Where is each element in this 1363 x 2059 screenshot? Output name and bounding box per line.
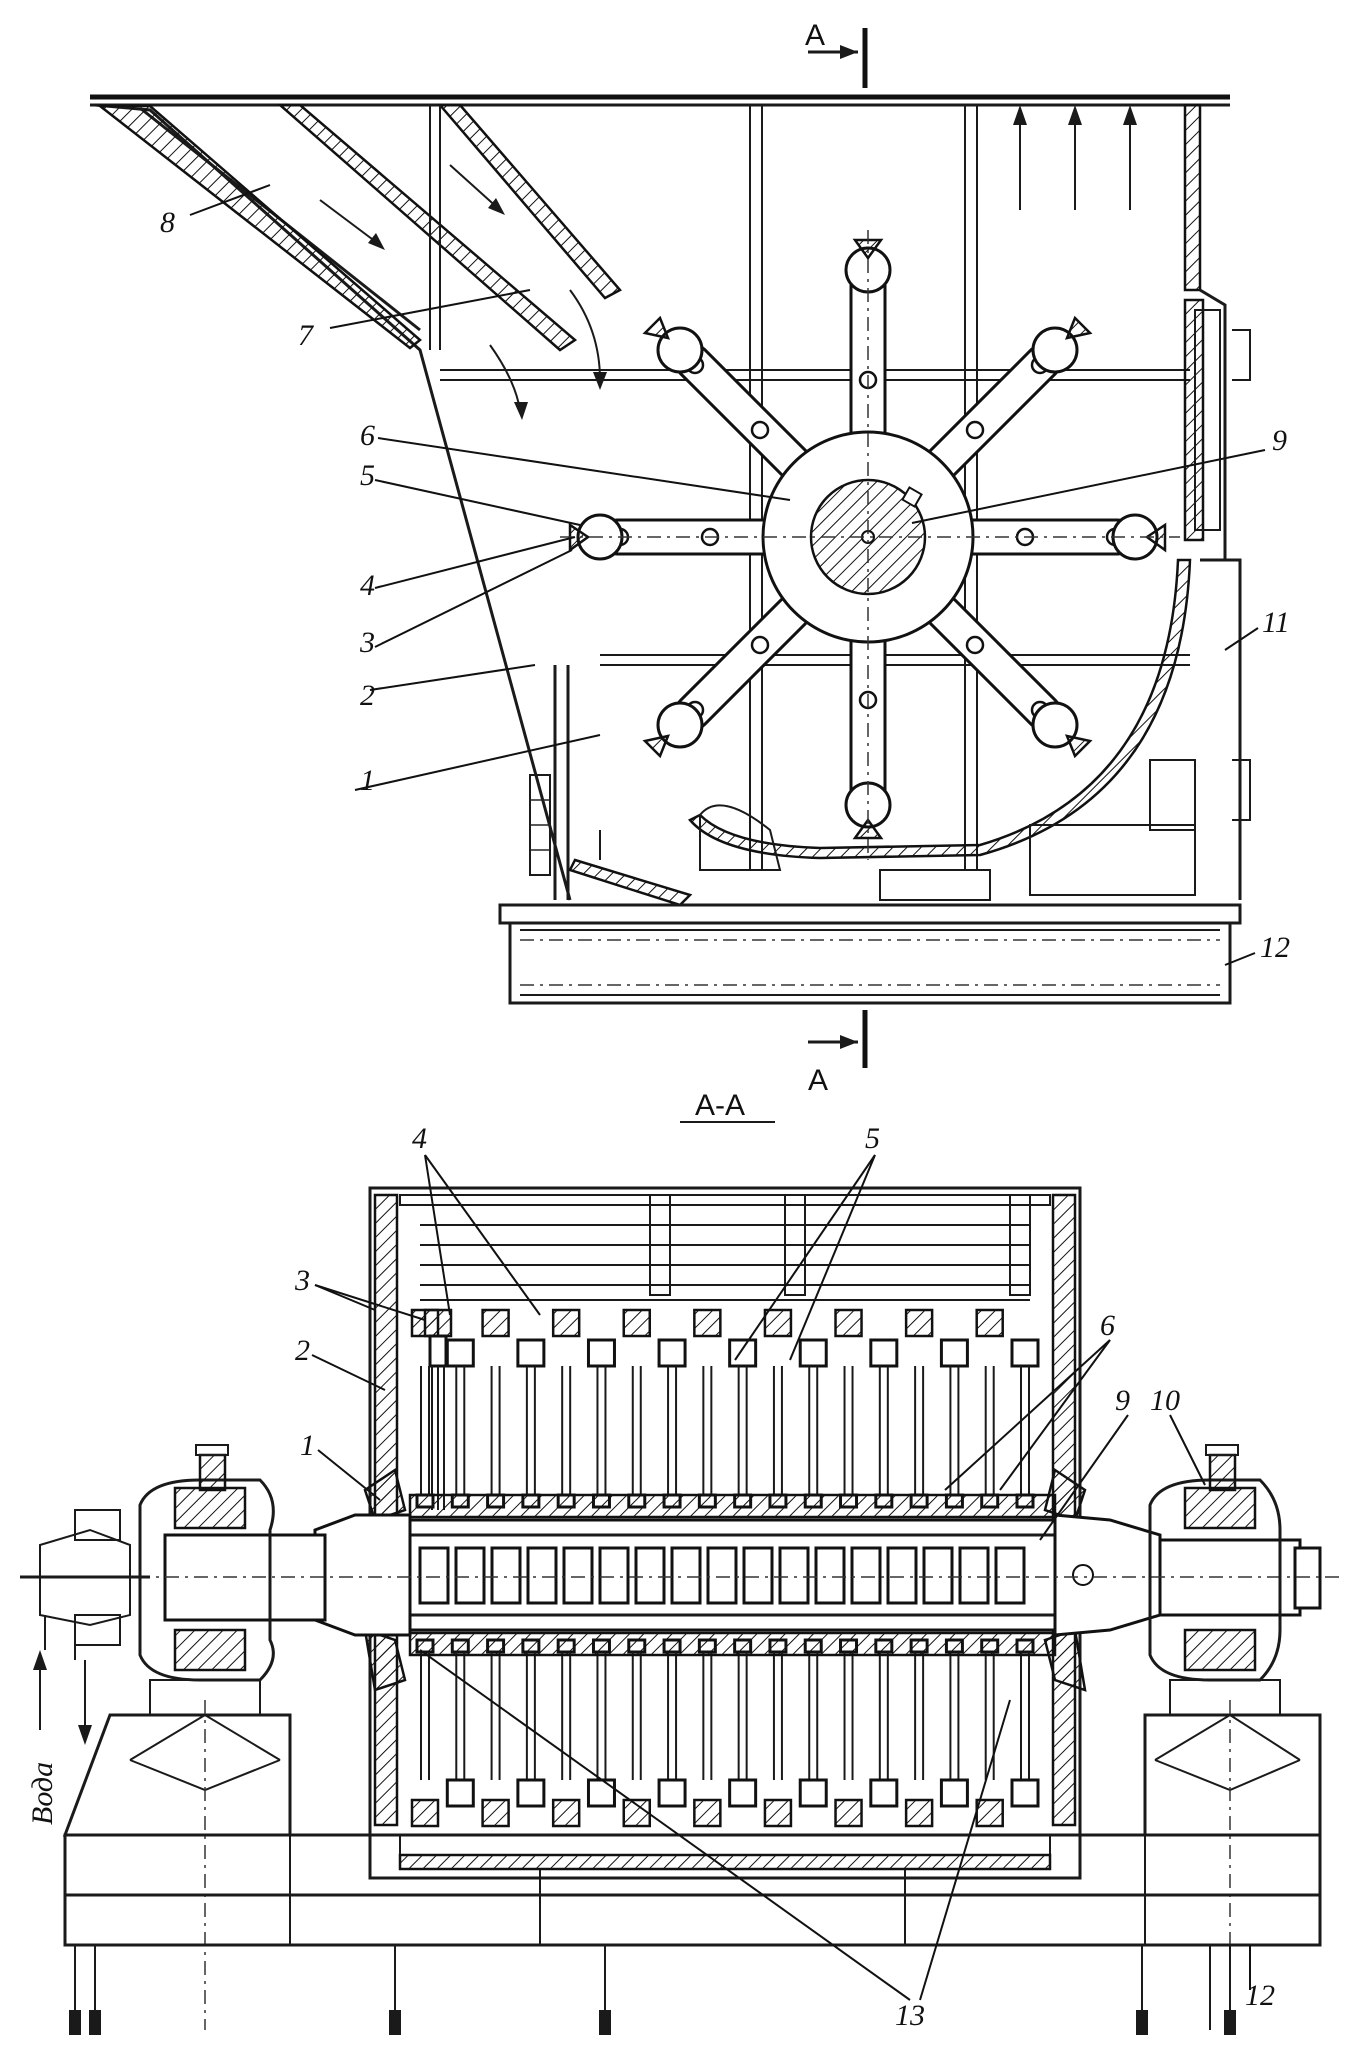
hammer-upper <box>445 1338 475 1509</box>
rotor-side <box>560 230 1180 860</box>
shaft-block <box>454 1546 486 1605</box>
water-label: Вода <box>26 1762 59 1825</box>
hammer-upper <box>551 1308 581 1509</box>
hammer-upper <box>763 1308 793 1509</box>
label-9-aa: 9 <box>1115 1384 1130 1417</box>
hammer-lower <box>763 1638 793 1828</box>
hammer-upper <box>622 1308 652 1509</box>
hammer-lower <box>410 1638 440 1828</box>
shaft-block <box>670 1546 702 1605</box>
label-4: 4 <box>360 569 375 602</box>
side-elevation-view: A <box>90 19 1290 1097</box>
main-shaft <box>20 1513 1340 1637</box>
left-pedestal <box>62 1679 292 2030</box>
water-flow: Вода <box>26 1650 92 1825</box>
label-12-top: 12 <box>1260 931 1290 964</box>
section-mark-bottom: A <box>808 1010 868 1097</box>
label-4-aa: 4 <box>412 1122 427 1155</box>
section-letter-top: A <box>805 19 825 52</box>
shaft-block <box>418 1546 450 1605</box>
label-6: 6 <box>360 419 375 452</box>
hammer-upper <box>657 1338 687 1509</box>
shaft-block <box>706 1546 738 1605</box>
hammer-lower <box>481 1638 510 1828</box>
hammer-upper <box>798 1338 828 1509</box>
hammer-lower <box>869 1638 899 1808</box>
hammer-lower <box>551 1638 581 1828</box>
hammer-upper <box>728 1338 758 1509</box>
right-bearing <box>1148 1444 1282 1682</box>
label-5-aa: 5 <box>865 1122 880 1155</box>
hammer-lower <box>693 1638 722 1828</box>
hammer-upper <box>586 1338 616 1509</box>
hammer-lower <box>586 1638 616 1808</box>
hammer-upper <box>1010 1338 1040 1509</box>
shaft-block <box>958 1546 990 1605</box>
shaft-block <box>526 1546 558 1605</box>
shaft-block <box>490 1546 522 1605</box>
disc-band-lower <box>408 1631 1057 1657</box>
label-13-aa: 13 <box>895 1999 925 2032</box>
label-2-aa: 2 <box>295 1334 310 1367</box>
hammer-upper <box>516 1338 546 1509</box>
label-3: 3 <box>359 626 375 659</box>
section-letter-bottom: A <box>808 1064 828 1097</box>
hammer-lower <box>728 1638 758 1808</box>
hammer-upper <box>481 1308 510 1509</box>
shaft-block <box>922 1546 954 1605</box>
label-5: 5 <box>360 459 375 492</box>
shaft-block <box>634 1546 666 1605</box>
hammer-upper <box>869 1338 899 1509</box>
hammer-lower <box>939 1638 969 1808</box>
shaft-block <box>742 1546 774 1605</box>
disc-band-upper <box>408 1493 1057 1519</box>
hammer-upper <box>693 1308 722 1509</box>
label-1-aa: 1 <box>300 1429 315 1462</box>
shaft-block <box>850 1546 882 1605</box>
label-6-aa: 6 <box>1100 1309 1115 1342</box>
hammer-upper <box>975 1308 1004 1509</box>
shaft-block <box>886 1546 918 1605</box>
hammer-lower <box>798 1638 828 1808</box>
section-mark-top: A <box>805 19 868 88</box>
label-1: 1 <box>360 764 375 797</box>
label-2: 2 <box>360 679 375 712</box>
shaft-block <box>814 1546 846 1605</box>
hammer-lower <box>904 1638 934 1828</box>
hammer-lower <box>1010 1638 1040 1808</box>
section-title: A-A <box>695 1089 745 1122</box>
shaft-block <box>562 1546 594 1605</box>
section-callouts: 1 2 3 4 5 6 9 10 12 13 <box>294 1122 1275 2032</box>
right-pedestal <box>1143 1679 1322 2030</box>
label-7: 7 <box>298 319 315 352</box>
shaft-block <box>778 1546 810 1605</box>
hammer-upper <box>834 1308 863 1509</box>
exhaust-arrows <box>1013 105 1137 210</box>
label-8: 8 <box>160 206 175 239</box>
shaft-block <box>994 1546 1026 1605</box>
top-view-callouts: 1 2 3 4 5 6 7 8 9 11 12 <box>160 184 1290 966</box>
shaft-block <box>598 1546 630 1605</box>
anchor-bolts <box>69 1945 1236 2035</box>
left-bearing <box>20 1444 275 1682</box>
hammer-upper <box>904 1308 934 1509</box>
section-view-a-a: A-A <box>20 1089 1340 2035</box>
label-3-aa: 3 <box>294 1264 310 1297</box>
hammer-lower <box>657 1638 687 1808</box>
label-11: 11 <box>1262 606 1290 639</box>
label-10-aa: 10 <box>1150 1384 1180 1417</box>
label-9: 9 <box>1272 424 1287 457</box>
hammer-lower <box>445 1638 475 1808</box>
hammer-lower <box>834 1638 863 1828</box>
